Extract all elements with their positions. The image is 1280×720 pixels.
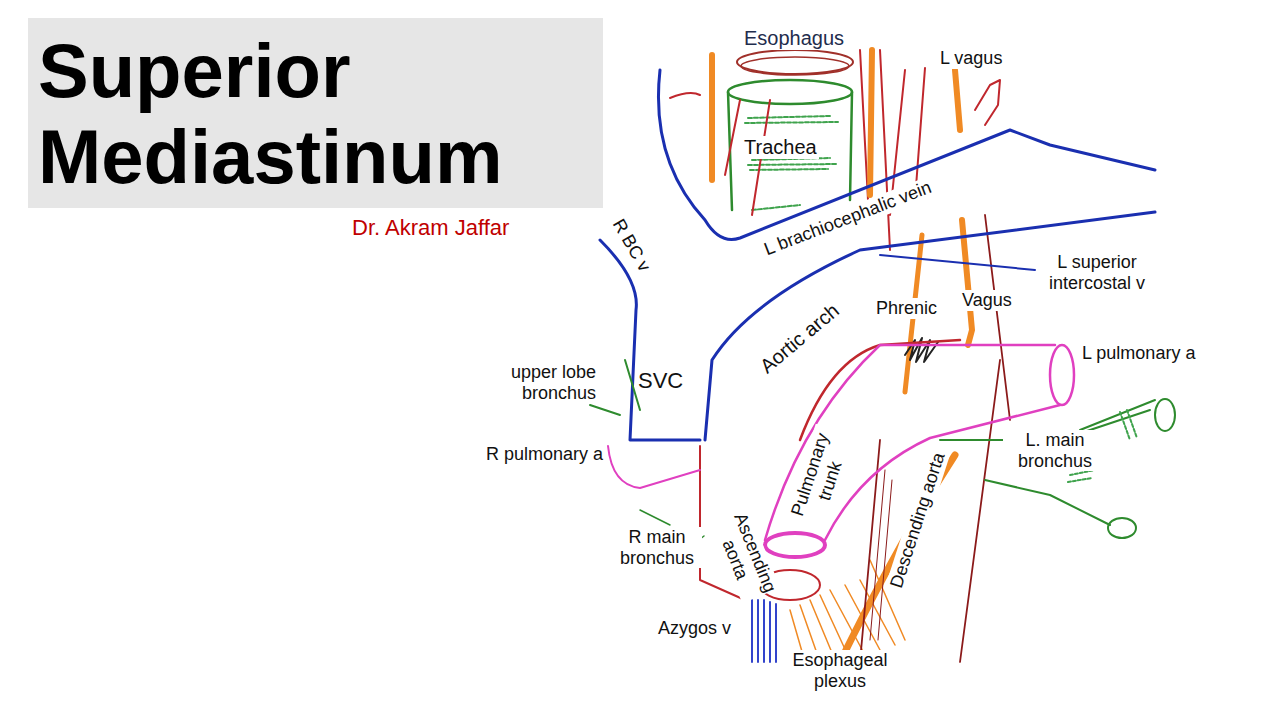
vein-label: Azygos v: [656, 618, 733, 639]
vein-label: SVC: [636, 368, 685, 393]
structure-label: Trachea: [742, 136, 819, 159]
nerve-label: Vagus: [960, 290, 1014, 311]
nerve-label: Phrenic: [874, 298, 939, 319]
nerve-label: Esophageal plexus: [790, 650, 890, 691]
artery-label: R pulmonary a: [484, 444, 605, 465]
bronchus-label: L. main bronchus: [1003, 430, 1107, 471]
vein-label: L superior intercostal v: [1036, 252, 1158, 293]
artery-label: L pulmonary a: [1080, 343, 1197, 364]
author-credit: Dr. Akram Jaffar: [350, 215, 511, 240]
author-box: [338, 208, 600, 250]
vein-label: R BC v: [608, 213, 656, 276]
title-band: [28, 18, 603, 208]
nerve-label: L vagus: [938, 48, 1004, 69]
bronchus-label: R main bronchus: [612, 527, 702, 568]
artery-label: Descending aorta: [886, 448, 951, 592]
slide-title: Superior Mediastinum: [38, 28, 518, 200]
artery-label: Pulmonary trunk: [785, 424, 855, 532]
structure-label: Esophagus: [742, 27, 846, 50]
artery-label: Aortic arch: [754, 297, 845, 379]
bronchus-label: upper lobe bronchus: [484, 362, 598, 403]
